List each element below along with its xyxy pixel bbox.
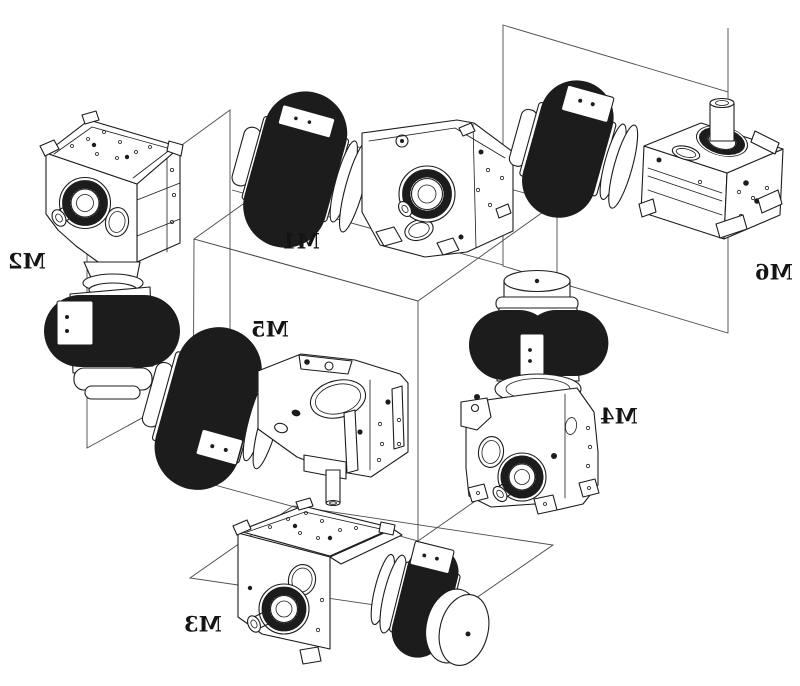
output-shaft-m5 — [325, 469, 341, 507]
output-shaft-m3 — [247, 608, 276, 633]
gearmotor-m5 — [141, 327, 409, 507]
motor-m6 — [508, 80, 639, 219]
gearbox-m6 — [638, 97, 784, 240]
motor-fins-m1 — [242, 91, 348, 249]
terminal-box-m6 — [560, 84, 615, 123]
gearbox-m2 — [39, 110, 184, 298]
gearmotor-m2 — [39, 110, 184, 400]
output-shaft-m1 — [397, 196, 419, 218]
fan-cover-m3 — [425, 588, 490, 666]
terminal-box-m5 — [195, 428, 244, 466]
output-ring-m3 — [258, 583, 310, 635]
label-m2: M2 — [8, 249, 46, 274]
position-labels: M1 M2 M3 M4 M5 M6 — [8, 229, 793, 637]
output-ring-m4 — [497, 452, 547, 502]
motor-fins-m3 — [391, 545, 459, 659]
gearbox-m4 — [460, 387, 600, 515]
terminal-box-m4 — [519, 333, 545, 379]
motor-m2 — [44, 286, 180, 400]
terminal-box-m3 — [409, 540, 455, 575]
output-ring-m1 — [398, 165, 456, 223]
construction-lines — [86, 24, 729, 617]
label-m6: M6 — [755, 260, 793, 285]
gearmotor-m3 — [232, 497, 490, 666]
terminal-box-m1 — [277, 104, 336, 139]
label-m5: M5 — [251, 317, 289, 342]
gearbox-m5 — [257, 353, 409, 507]
gearmotor-m4 — [460, 269, 609, 515]
output-shaft-m4 — [492, 479, 517, 503]
label-m3: M3 — [184, 612, 222, 637]
motor-m3 — [370, 540, 461, 659]
gearbox-m3 — [232, 497, 403, 665]
output-shaft-m6 — [709, 97, 735, 142]
motor-m4 — [469, 269, 609, 405]
gearmotor-m6 — [508, 80, 784, 240]
label-m4: M4 — [600, 404, 638, 429]
gearbox-m1 — [361, 119, 514, 258]
motor-m1 — [231, 91, 371, 249]
output-shaft-m2 — [51, 204, 76, 227]
output-ring-m2 — [58, 176, 112, 230]
label-m1: M1 — [282, 229, 320, 254]
terminal-box-m2 — [56, 300, 94, 346]
motor-fins-m6 — [521, 80, 614, 219]
gearmotor-m1 — [231, 91, 514, 258]
